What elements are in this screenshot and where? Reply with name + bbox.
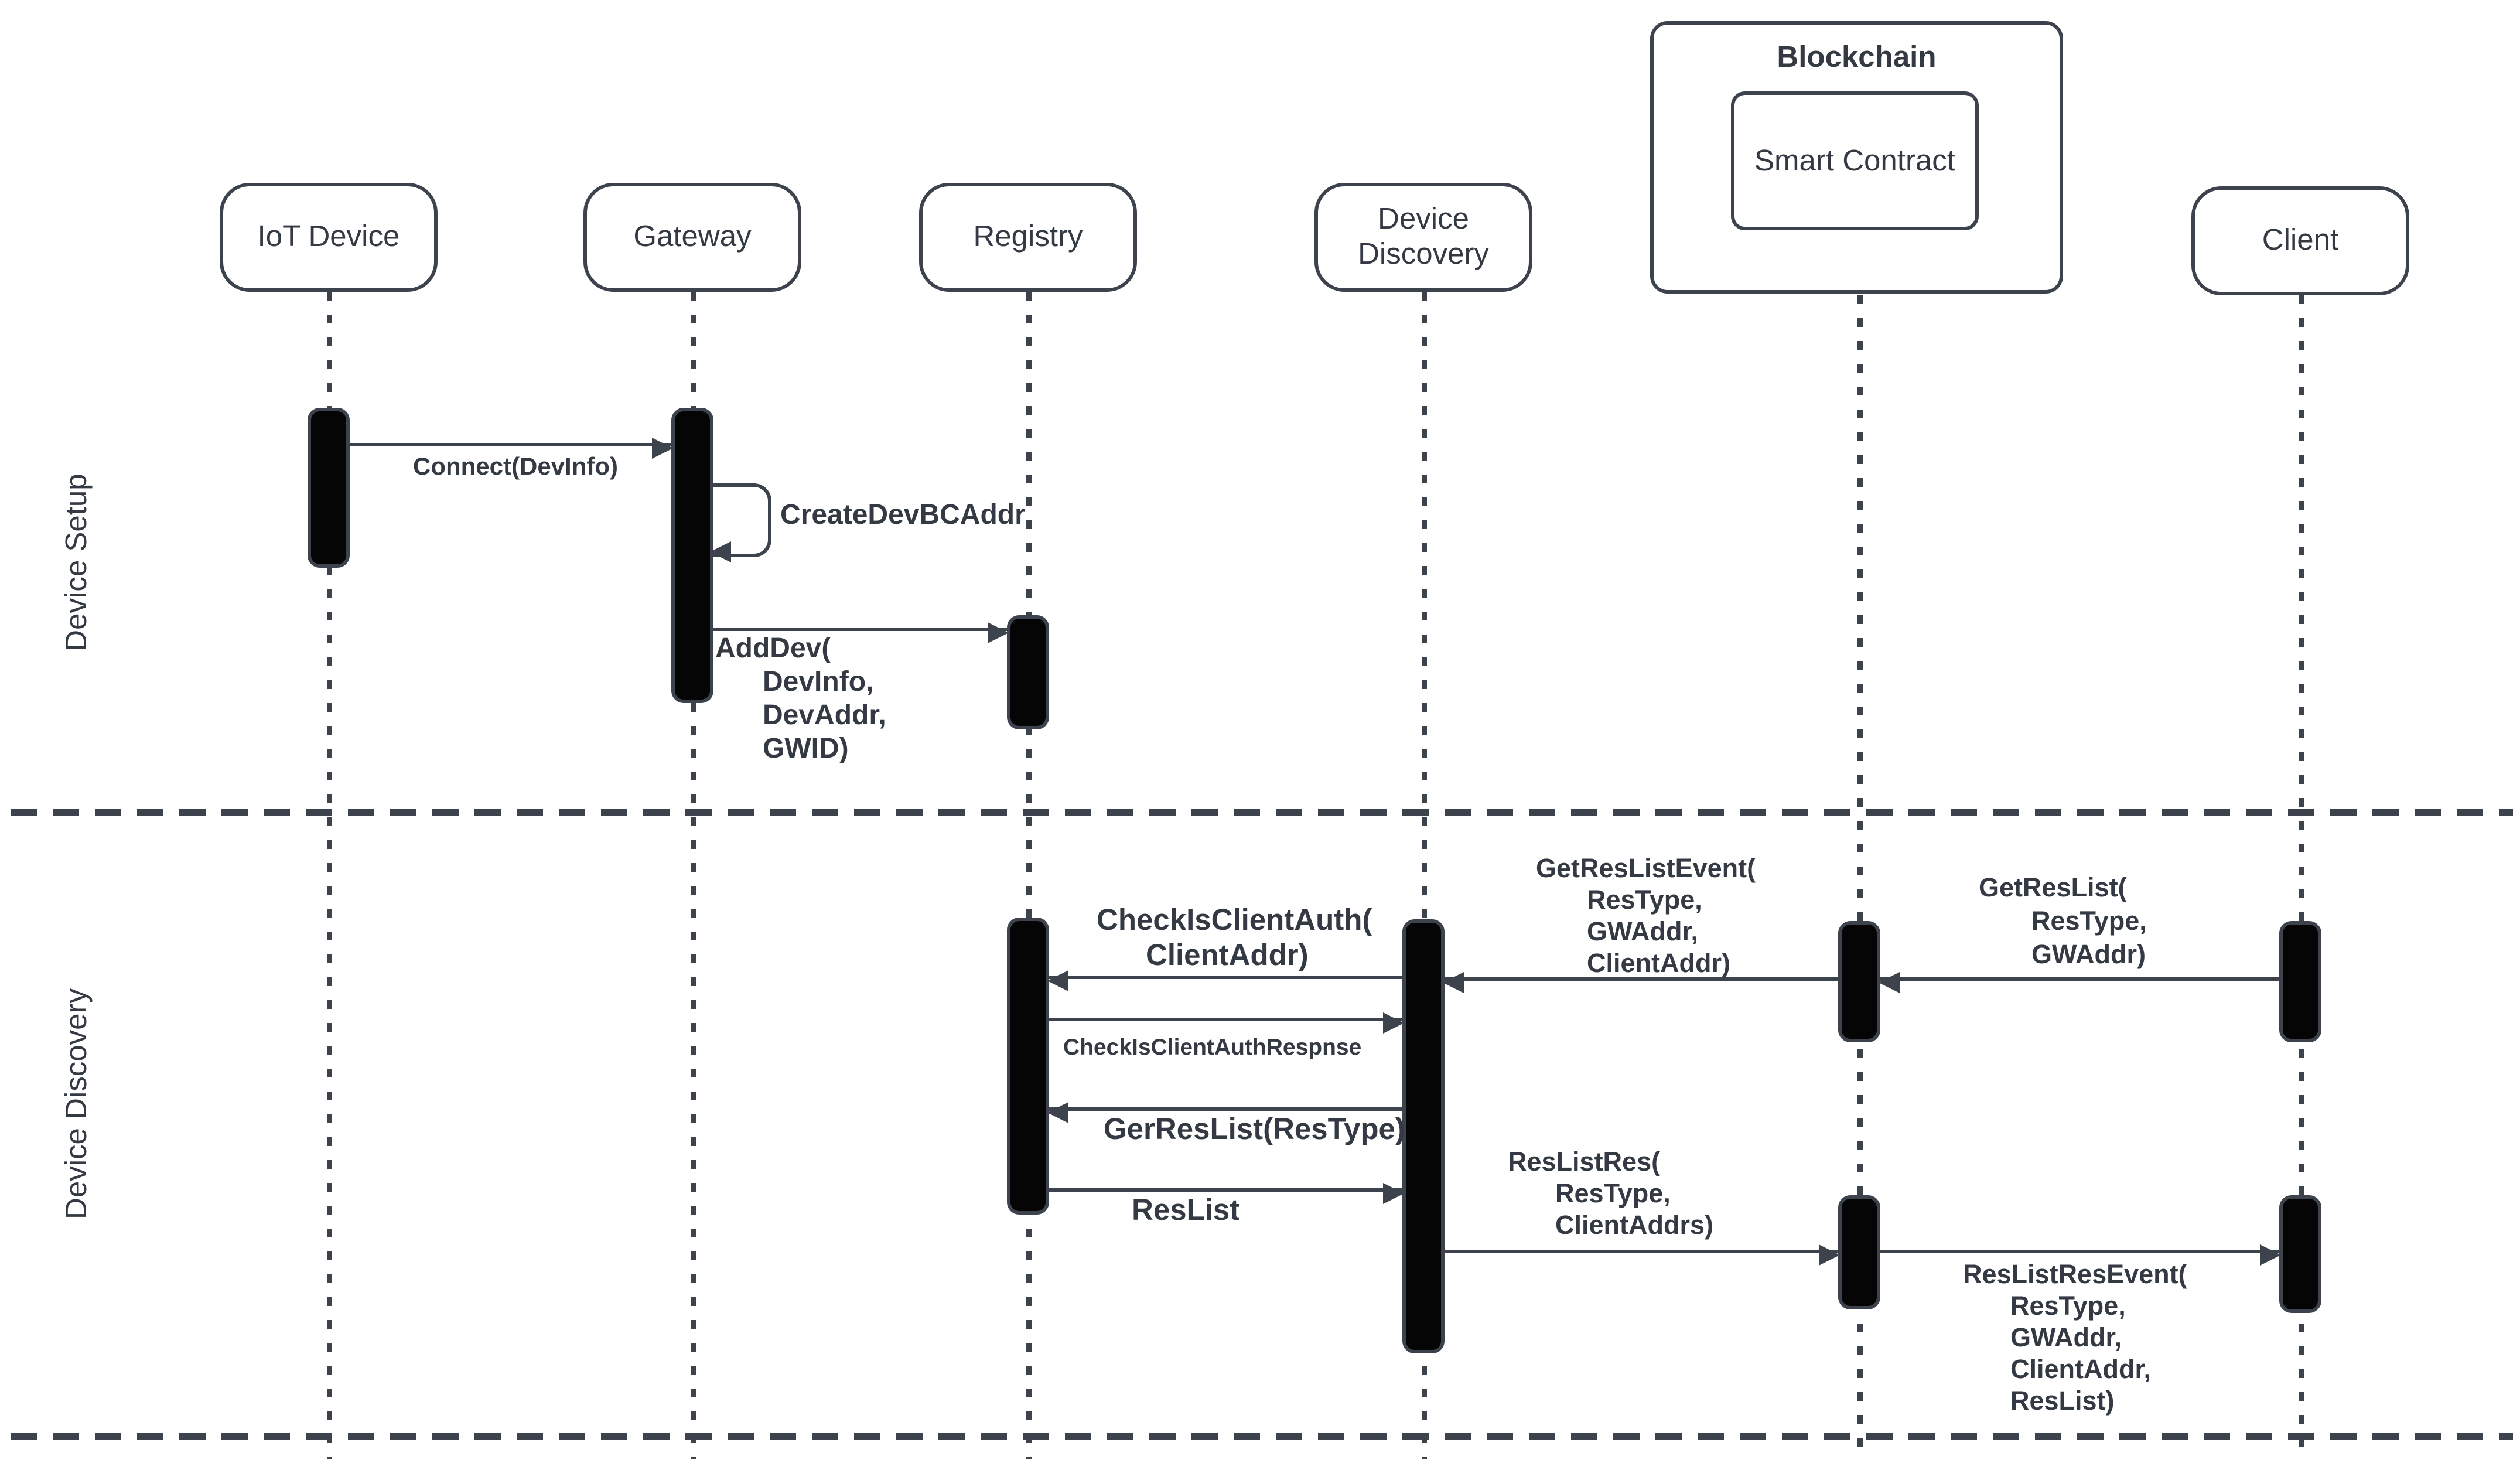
message-line: ResList) (2010, 1387, 2115, 1417)
message-line: CreateDevBCAddr (780, 501, 1026, 531)
participant-box-smart-contract: Smart Contract (1731, 91, 1979, 230)
message-line: ClientAddr) (1146, 939, 1309, 972)
arrowhead-right-icon (988, 622, 1009, 644)
message-line: ResListResEvent( (1963, 1260, 2187, 1290)
arrow-get-res-list (1879, 972, 2279, 994)
participant-box-gateway: Gateway (583, 183, 801, 292)
message-check-is-client-auth-respnse: CheckIsClientAuthRespnse (1063, 1034, 1361, 1060)
message-add-dev: AddDev( DevInfo, DevAddr, GWID) (715, 633, 886, 766)
arrow-self-loop-create-dev-bc-addr (710, 483, 771, 562)
arrow-check-is-client-auth-respnse (1049, 1012, 1404, 1034)
participant-box-iot-device: IoT Device (220, 183, 438, 292)
arrowhead-left-icon (710, 541, 731, 562)
participant-label-client: Client (2262, 223, 2339, 257)
activation-bar-registry-discovery (1007, 918, 1049, 1215)
message-line: GWID) (763, 735, 849, 765)
activation-bar-blockchain-2 (1838, 1195, 1880, 1309)
activation-bar-device-discovery (1402, 919, 1445, 1353)
message-line: GetResListEvent( (1536, 854, 1756, 884)
message-connect: Connect(DevInfo) (413, 452, 618, 480)
message-line: ResListRes( (1508, 1148, 1661, 1178)
message-line: GWAddr, (1587, 918, 1699, 947)
message-line: ResType, (1555, 1179, 1671, 1209)
message-line: ResType, (2010, 1292, 2126, 1322)
section-label-device-discovery: Device Discovery (60, 988, 93, 1219)
message-line: ResType, (1587, 886, 1702, 916)
message-line: GWAddr, (2010, 1324, 2122, 1353)
message-res-list-res-event: ResListResEvent( ResType, GWAddr, Client… (1963, 1260, 2187, 1418)
arrow-check-is-client-auth (1047, 970, 1402, 992)
arrow-get-res-list-event (1443, 972, 1838, 994)
participant-box-client: Client (2191, 186, 2409, 295)
activation-bar-client-2 (2279, 1195, 2321, 1313)
message-line: ClientAddrs) (1555, 1211, 1713, 1241)
message-line: ResList (1132, 1193, 1240, 1227)
message-line: GerResList(ResType) (1104, 1113, 1405, 1146)
message-line: DevInfo, (763, 668, 874, 698)
message-line: ClientAddr, (2010, 1355, 2152, 1385)
activation-bar-gateway (671, 408, 713, 703)
message-ger-res-list: GerResList(ResType) (1104, 1113, 1405, 1148)
participant-label-gateway: Gateway (633, 220, 752, 254)
lifeline-gateway (689, 292, 695, 1459)
message-line: GetResList( (1979, 874, 2127, 903)
activation-bar-blockchain-1 (1838, 921, 1880, 1042)
message-get-res-list: GetResList( ResType, GWAddr) (1979, 872, 2147, 972)
message-line: Connect(DevInfo) (413, 452, 619, 480)
activation-bar-registry-setup (1007, 615, 1049, 729)
message-line: GWAddr) (2031, 940, 2146, 970)
message-line: ClientAddr) (1587, 949, 1731, 979)
activation-bar-client-1 (2279, 921, 2321, 1042)
message-res-list: ResList (1132, 1193, 1239, 1229)
arrow-res-list-res (1445, 1244, 1840, 1266)
arrowhead-right-icon (1819, 1244, 1840, 1266)
lifeline-device-discovery (1421, 292, 1426, 1459)
separator-device-discovery-end (11, 1433, 2513, 1439)
message-get-res-list-event: GetResListEvent( ResType, GWAddr, Client… (1536, 854, 1756, 981)
arrowhead-right-icon (2260, 1244, 2281, 1266)
participant-label-registry: Registry (973, 220, 1083, 254)
participant-box-registry: Registry (919, 183, 1137, 292)
participant-box-device-discovery: Device Discovery (1314, 183, 1532, 292)
arrowhead-right-icon (1383, 1183, 1404, 1205)
message-res-list-res: ResListRes( ResType, ClientAddrs) (1508, 1148, 1713, 1243)
arrowhead-right-icon (1383, 1012, 1404, 1034)
lifeline-blockchain (1856, 295, 1862, 1459)
lifeline-iot-device (326, 292, 332, 1459)
arrow-connect (350, 438, 673, 459)
arrow-res-list-res-event (1880, 1244, 2281, 1266)
arrow-ger-res-list (1047, 1102, 1402, 1124)
arrowhead-left-icon (1047, 970, 1068, 992)
participant-label-iot-device: IoT Device (257, 220, 400, 254)
participant-label-device-discovery: Device Discovery (1358, 203, 1489, 271)
message-line: AddDev( (715, 635, 831, 664)
arrowhead-left-icon (1443, 972, 1464, 994)
message-check-is-client-auth: CheckIsClientAuth( ClientAddr) (1097, 903, 1372, 974)
arrow-add-dev (713, 622, 1009, 644)
message-line: DevAddr, (763, 701, 886, 731)
message-line: CheckIsClientAuthRespnse (1063, 1034, 1362, 1060)
arrowhead-left-icon (1879, 972, 1900, 994)
message-line: CheckIsClientAuth( (1097, 903, 1372, 937)
message-create-dev-bc-addr: CreateDevBCAddr (780, 501, 1026, 533)
lifeline-registry (1025, 292, 1031, 1459)
arrowhead-left-icon (1047, 1102, 1068, 1124)
activation-bar-iot-device (308, 408, 350, 568)
section-label-device-setup: Device Setup (60, 473, 93, 652)
separator-device-setup-end (11, 809, 2513, 815)
arrow-res-list (1049, 1183, 1404, 1205)
arrowhead-right-icon (652, 438, 673, 459)
participant-box-blockchain: Blockchain Smart Contract (1650, 21, 2063, 294)
participant-label-smart-contract: Smart Contract (1754, 143, 1955, 177)
lifeline-client (2297, 295, 2303, 1459)
message-line: ResType, (2031, 907, 2147, 937)
participant-label-blockchain: Blockchain (1777, 40, 1937, 74)
